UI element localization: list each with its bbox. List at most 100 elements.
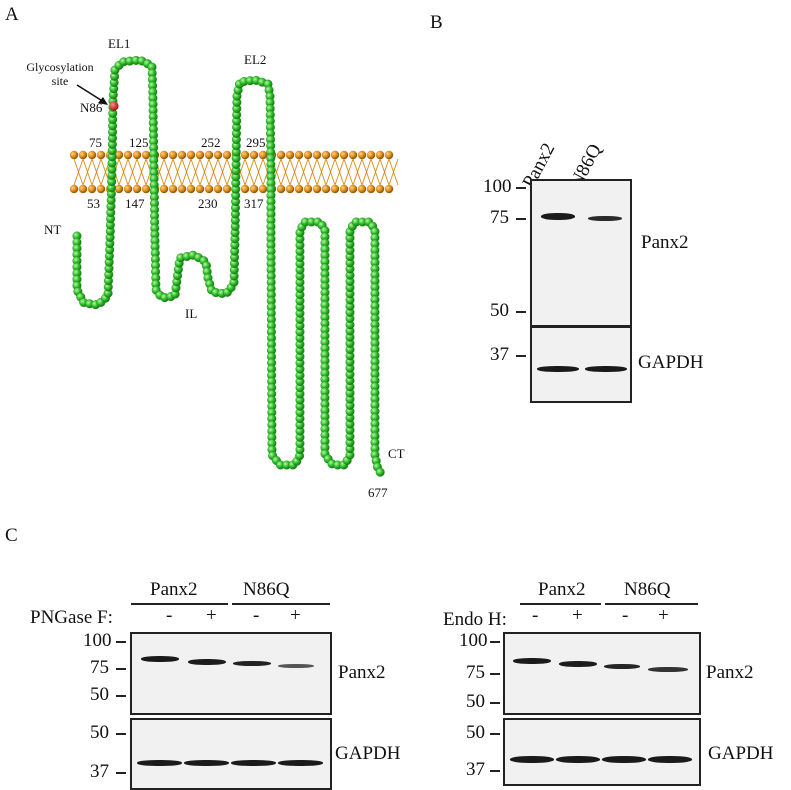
lipid-head	[375, 184, 385, 194]
lipid-head	[123, 150, 133, 160]
lipid-head	[159, 150, 169, 160]
lipid-head	[348, 184, 358, 194]
tick-c-left-100	[116, 641, 126, 643]
tick-c-left-75	[116, 668, 126, 670]
marker-c-left-37: 37	[90, 761, 109, 782]
sign-left-3: -	[253, 605, 260, 626]
lipid-tail	[163, 158, 174, 186]
lipid-tail	[190, 158, 201, 186]
lipid-tail	[307, 158, 318, 186]
lipid-tail	[343, 158, 354, 186]
lipid-tail	[352, 158, 363, 186]
glycosylation-label-line1: Glycosylation	[26, 60, 94, 74]
group-label-right-n86q: N86Q	[624, 579, 671, 600]
tick-c-right-100	[490, 641, 500, 643]
lipid-head	[384, 150, 394, 160]
treatment-label-pngase: PNGase F:	[30, 607, 113, 628]
target-label-c-left: Panx2	[338, 662, 386, 683]
lipid-head	[366, 184, 376, 194]
lipid-tail	[316, 158, 327, 186]
lipid-tail	[334, 158, 345, 186]
loop-label-el2: EL2	[244, 52, 267, 67]
blot-b-panx2-membrane	[530, 179, 632, 327]
lipid-tail	[217, 158, 228, 186]
loop-label-el1: EL1	[108, 36, 131, 51]
lipid-head	[69, 184, 79, 194]
lipid-head	[186, 184, 196, 194]
lipid-head	[114, 150, 124, 160]
loop-label-nt: NT	[44, 222, 62, 237]
lipid-head	[168, 184, 178, 194]
residue-label-295: 295	[246, 135, 266, 150]
lipid-tail	[91, 158, 102, 186]
group-rule-right-panx2	[520, 603, 601, 605]
lipid-tail	[199, 158, 210, 186]
lipid-head	[303, 184, 313, 194]
tick-c-left-50b	[116, 733, 126, 735]
group-label-left-panx2: Panx2	[150, 579, 198, 600]
sign-left-1: -	[166, 605, 173, 626]
lipid-head	[375, 150, 385, 160]
peptide-chain	[72, 55, 385, 477]
band-left-wt-treated	[188, 659, 226, 665]
band-left-wt-untreated	[141, 656, 179, 662]
lipid-head	[78, 184, 88, 194]
lipid-head	[159, 184, 169, 194]
target-label-b: Panx2	[641, 232, 689, 253]
lipid-head	[249, 184, 259, 194]
sign-right-3: -	[622, 605, 629, 626]
tick-c-right-50	[490, 702, 500, 704]
lipid-head	[132, 150, 142, 160]
lipid-head	[339, 150, 349, 160]
residue-label-147: 147	[125, 196, 145, 211]
residue-label-317: 317	[244, 196, 264, 211]
marker-b-75: 75	[490, 207, 509, 228]
marker-c-left-75: 75	[90, 657, 109, 678]
glycosylation-site-marker	[76, 84, 119, 111]
lipid-tail	[370, 158, 381, 186]
lipid-head	[213, 184, 223, 194]
band-gapdh-wt	[537, 366, 579, 372]
tick-c-left-37	[116, 772, 126, 774]
lipid-tail	[280, 158, 291, 186]
lipid-head	[204, 150, 214, 160]
sign-right-1: -	[532, 605, 539, 626]
blot-b-gapdh-membrane	[530, 326, 632, 403]
lipid-head	[213, 150, 223, 160]
marker-c-right-100: 100	[459, 630, 488, 651]
group-label-right-panx2: Panx2	[538, 579, 586, 600]
glycosylation-site-label: Glycosylation site	[18, 60, 102, 88]
band-left-n86q-untreated	[233, 661, 271, 666]
band-left-n86q-treated	[278, 664, 314, 668]
band-right-n86q-untreated	[604, 664, 640, 669]
panel-b-letter: B	[430, 12, 443, 33]
marker-c-left-50b: 50	[90, 722, 109, 743]
panel-c-letter: C	[5, 525, 18, 546]
lipid-head	[168, 150, 178, 160]
lipid-head	[141, 184, 151, 194]
lipid-head	[330, 184, 340, 194]
residue-label-230: 230	[198, 196, 218, 211]
blot-c-right-panx2-membrane	[503, 632, 701, 715]
lipid-head	[177, 150, 187, 160]
lipid-head	[294, 150, 304, 160]
band-left-gapdh-1	[137, 760, 182, 766]
lipid-head	[312, 184, 322, 194]
lipid-head	[330, 150, 340, 160]
lipid-head	[339, 184, 349, 194]
band-right-gapdh-1	[510, 756, 554, 763]
lipid-head	[357, 184, 367, 194]
lipid-head	[87, 150, 97, 160]
lipid-tail	[172, 158, 183, 186]
glycosylation-label-line2: site	[51, 74, 69, 88]
group-rule-left-panx2	[131, 603, 228, 605]
band-right-gapdh-2	[556, 756, 600, 763]
lipid-head	[96, 150, 106, 160]
band-left-gapdh-4	[278, 760, 323, 766]
lipid-head	[312, 150, 322, 160]
lipid-tail	[253, 158, 264, 186]
lipid-tail	[388, 158, 399, 186]
residue-label-125: 125	[129, 135, 149, 150]
band-right-n86q-treated	[648, 667, 688, 672]
